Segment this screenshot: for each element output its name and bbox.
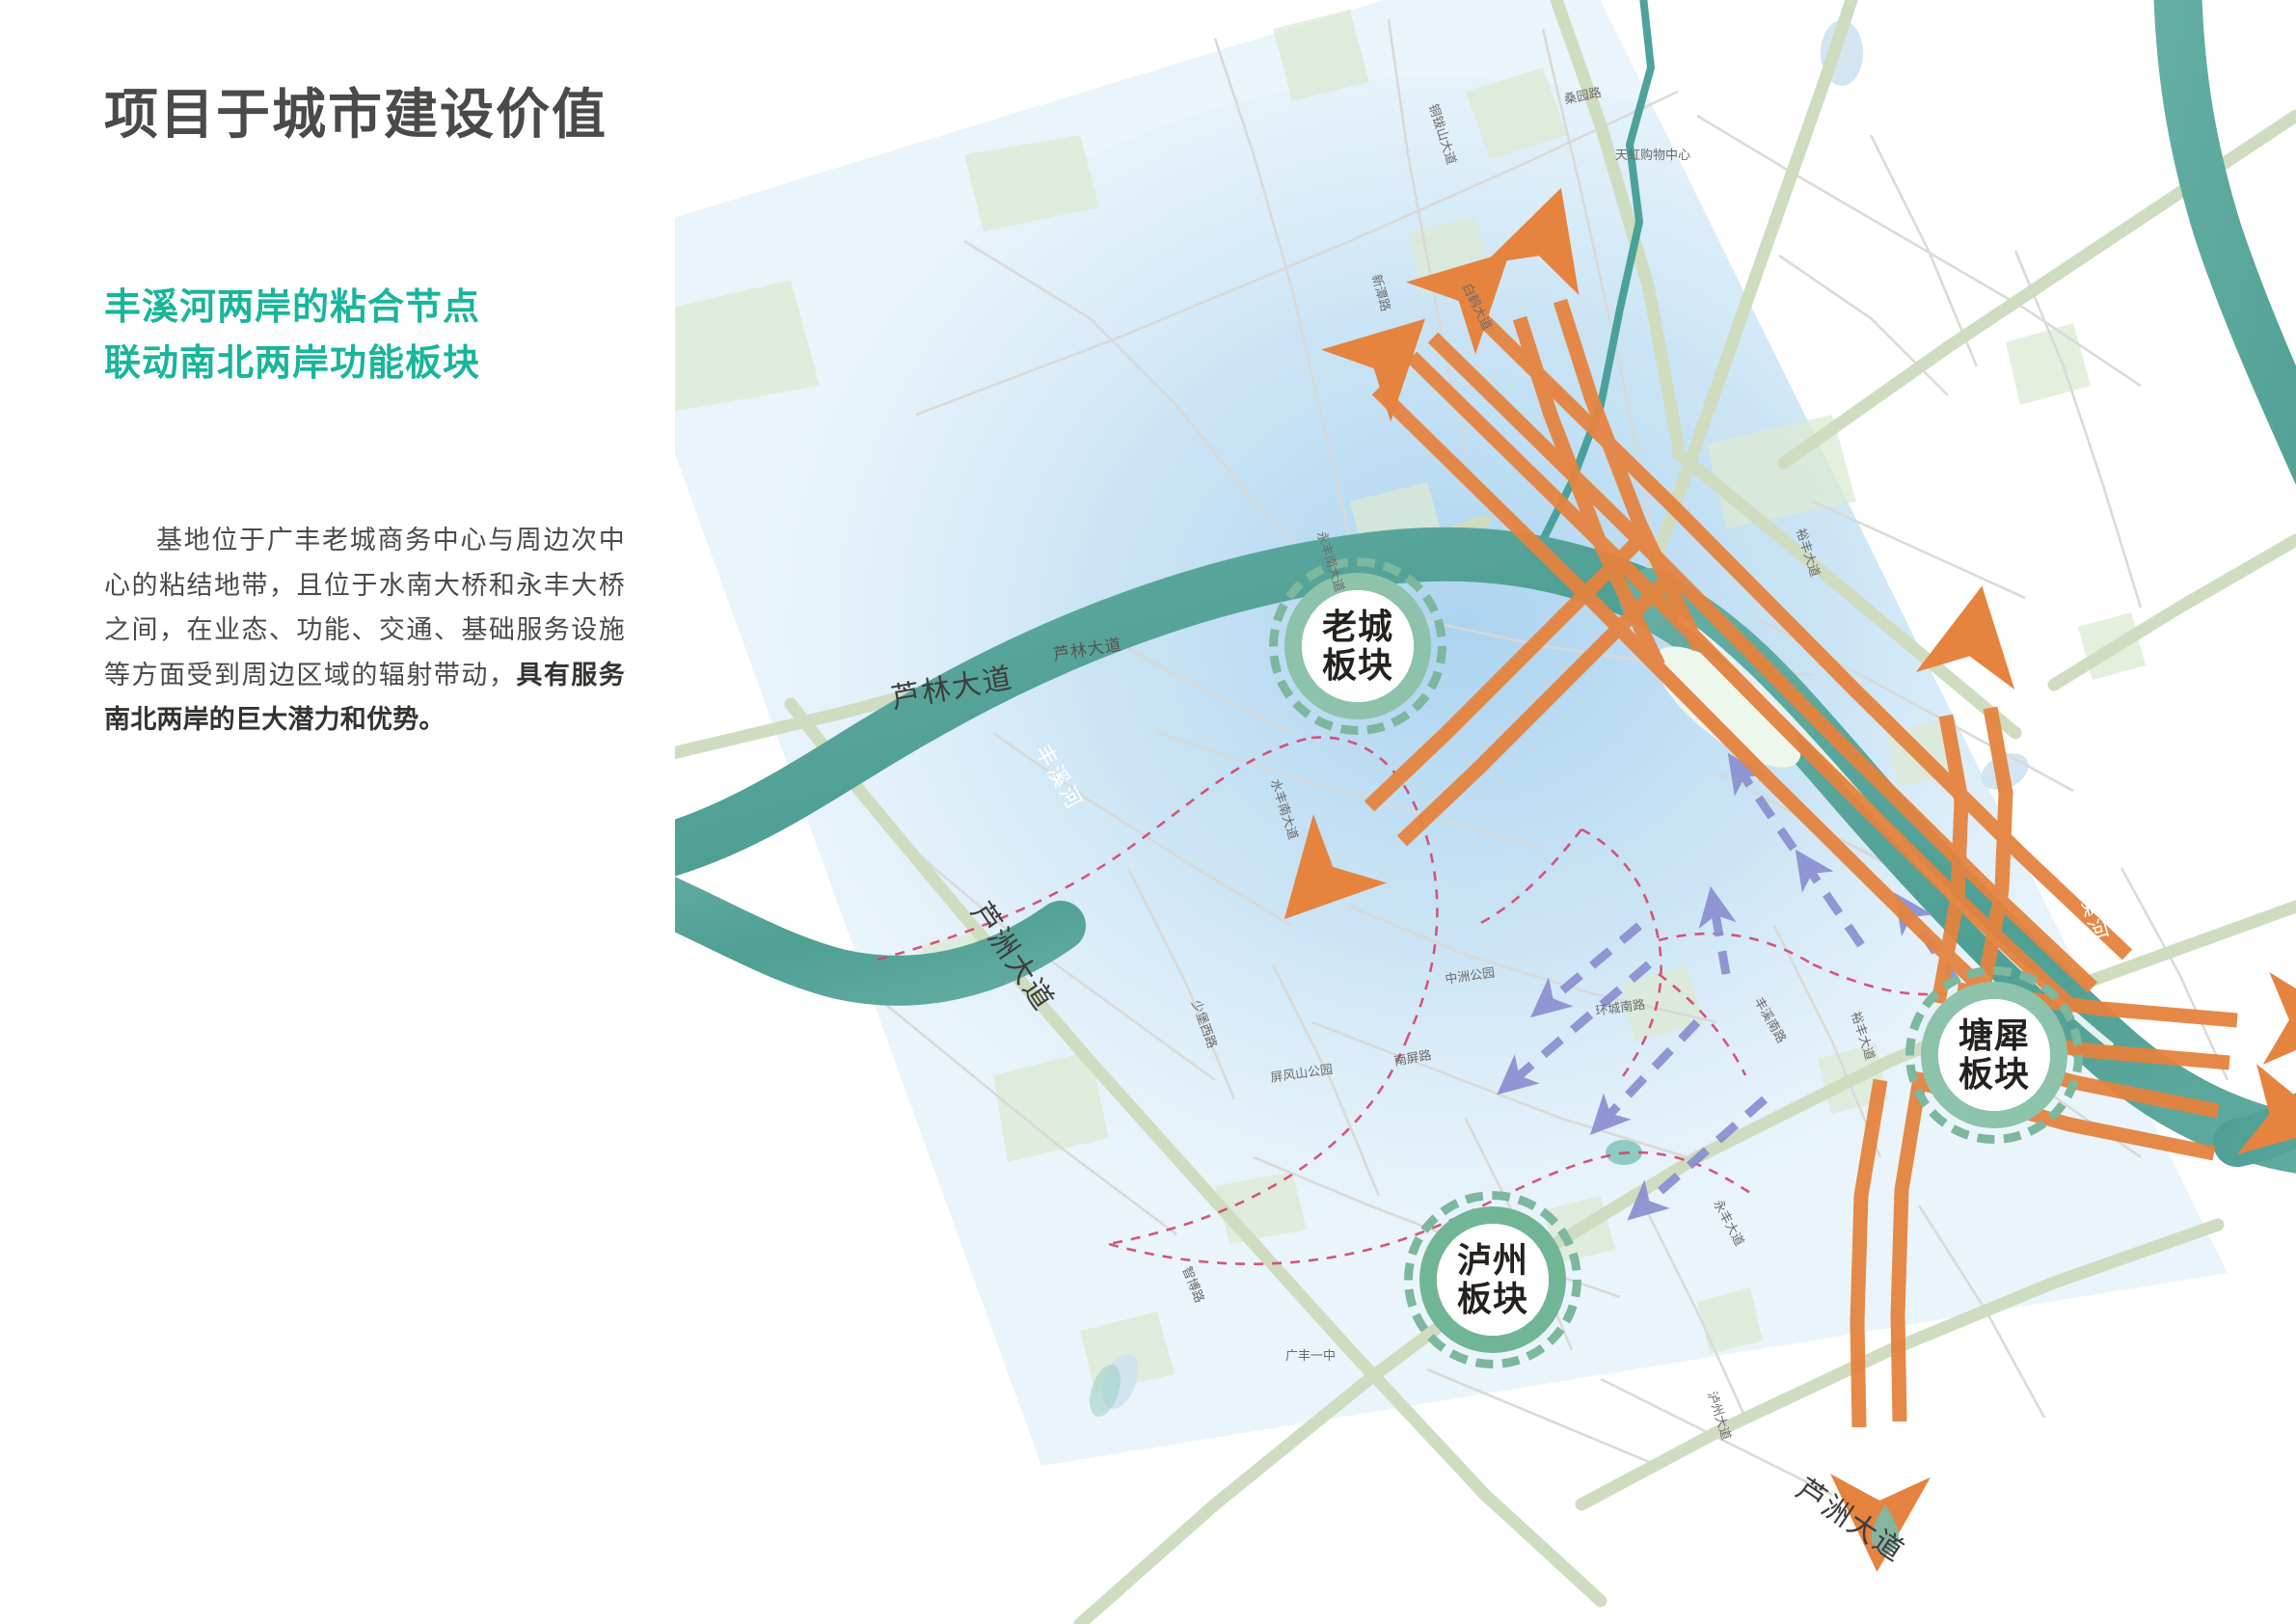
pond-marker: [1871, 1504, 1900, 1555]
district-label-line2: 板块: [1456, 1279, 1528, 1318]
subtitle-block: 丰溪河两岸的粘合节点 联动南北两岸功能板块: [104, 280, 663, 393]
body-paragraph-emphasis: 具有服务南北两岸的巨大潜力和优势。: [104, 660, 625, 735]
body-paragraph: 基地位于广丰老城商务中心与周边次中心的粘结地带，且位于水南大桥和永丰大桥之间，在…: [104, 518, 625, 742]
text-column: 项目于城市建设价值 丰溪河两岸的粘合节点 联动南北两岸功能板块 基地位于广丰老城…: [104, 85, 663, 743]
dashed-ring: [1404, 1191, 1581, 1368]
subtitle-line-1: 丰溪河两岸的粘合节点: [104, 286, 481, 328]
district-label-line2: 板块: [1958, 1054, 2030, 1094]
dashed-ring: [1905, 966, 2083, 1144]
district-disc: 塘犀 板块: [1938, 999, 2050, 1111]
body-paragraph-regular: 基地位于广丰老城商务中心与周边次中心的粘结地带，且位于水南大桥和永丰大桥之间，在…: [104, 526, 625, 690]
district-label-line2: 板块: [1321, 645, 1393, 685]
district-label-line1: 塘犀: [1958, 1015, 2030, 1055]
district-disc: 泸州 板块: [1437, 1224, 1549, 1336]
district-disc: 老城 板块: [1302, 590, 1414, 702]
subtitle-line-2: 联动南北两岸功能板块: [104, 343, 481, 385]
map-graphic: [675, 0, 2296, 1624]
district-label-line1: 泸州: [1456, 1239, 1528, 1280]
map-panel[interactable]: 老城 板块 塘犀 板块 泸州 板块 芦林大道 芦洲大道 芦洲大道 丰溪河 丰溪河: [675, 0, 2296, 1624]
page-title: 项目于城市建设价值: [104, 84, 608, 145]
body-block: 基地位于广丰老城商务中心与周边次中心的粘结地带，且位于水南大桥和永丰大桥之间，在…: [104, 518, 625, 742]
district-label-line1: 老城: [1321, 606, 1393, 646]
dashed-ring: [1269, 557, 1446, 735]
